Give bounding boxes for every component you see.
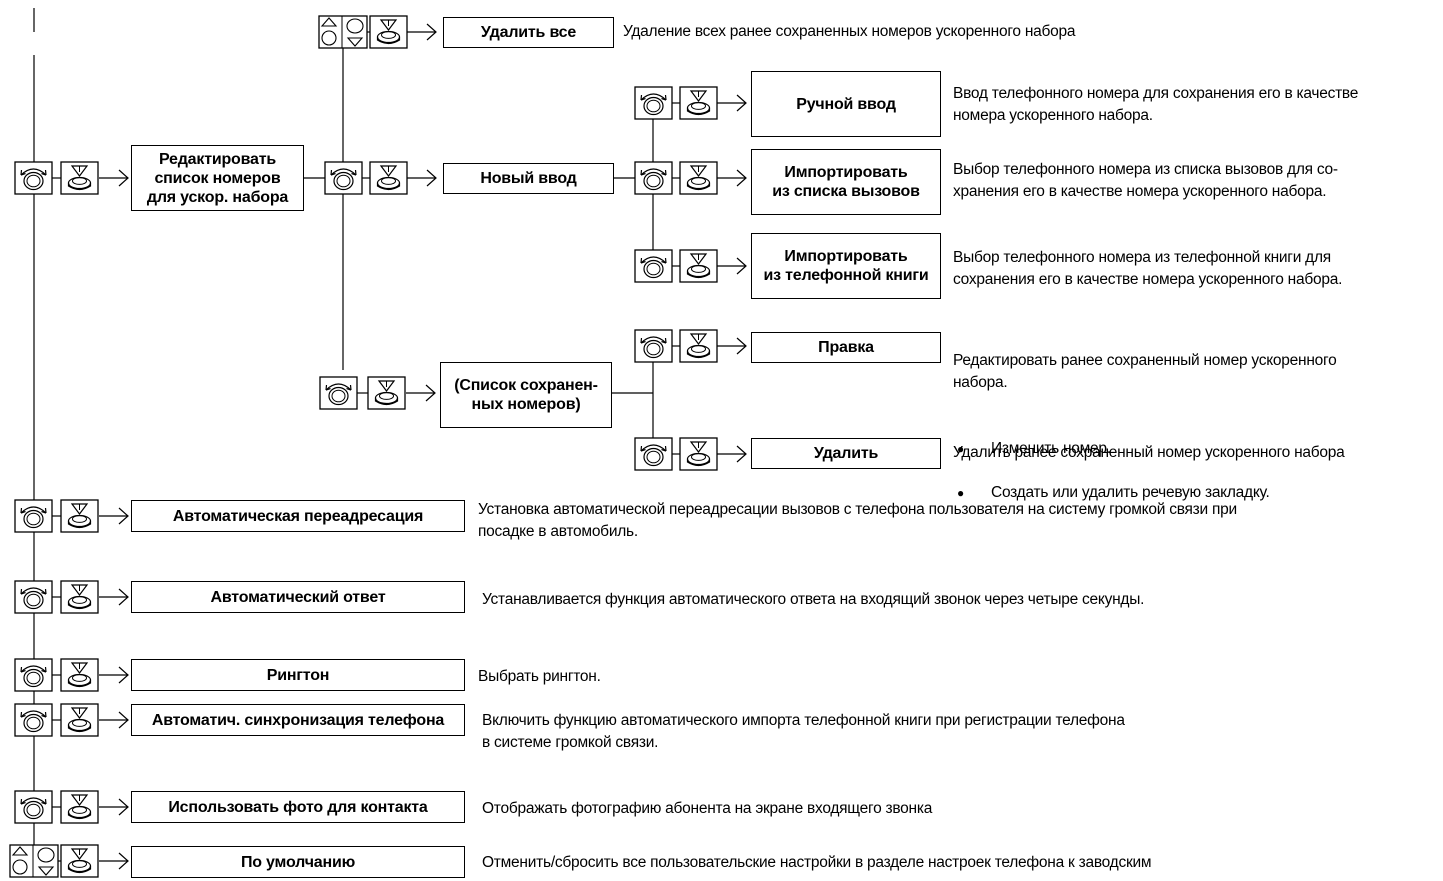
delete-description: Удалить ранее сохраненный номер ускоренн… — [953, 444, 1345, 461]
press-knob-icon — [679, 161, 718, 195]
auto-redirect-box[interactable]: Автоматическая переадресация — [131, 500, 465, 532]
press-knob-icon — [60, 580, 99, 614]
press-knob-icon — [679, 437, 718, 471]
delete-box[interactable]: Удалить — [751, 438, 941, 469]
manual-entry-box[interactable]: Ручной ввод — [751, 71, 941, 137]
use-photo-box[interactable]: Использовать фото для контакта — [131, 791, 465, 823]
edit-description: Редактировать ранее сохраненный номер ус… — [953, 328, 1337, 548]
rotary-knob-icon — [14, 658, 53, 692]
arrow-icon — [98, 507, 129, 525]
use-photo-description: Отображать фотографию абонента на экране… — [482, 800, 933, 817]
rotary-knob-icon — [14, 499, 53, 533]
rotary-knob-icon — [14, 161, 53, 195]
auto-answer-description: Устанавливается функция автоматического … — [482, 591, 1145, 608]
arrow-icon — [406, 23, 437, 41]
up-down-arrow-icon — [318, 15, 368, 49]
edit-bullet-item: Изменить номер. — [953, 438, 1336, 460]
up-down-arrow-icon — [9, 844, 59, 878]
rotary-knob-icon — [14, 790, 53, 824]
manual-entry-description: Ввод телефонного номера для сохранения е… — [953, 85, 1359, 124]
ringtone-box[interactable]: Рингтон — [131, 659, 465, 691]
arrow-icon — [405, 384, 436, 402]
rotary-knob-icon — [14, 703, 53, 737]
arrow-icon — [98, 666, 129, 684]
arrow-icon — [98, 169, 129, 187]
arrow-icon — [716, 337, 747, 355]
rotary-knob-icon — [634, 161, 673, 195]
arrow-icon — [716, 257, 747, 275]
arrow-icon — [98, 852, 129, 870]
rotary-knob-icon — [14, 580, 53, 614]
press-knob-icon — [369, 15, 408, 49]
press-knob-icon — [60, 844, 99, 878]
default-box[interactable]: По умолчанию — [131, 846, 465, 878]
edit-description-text: Редактировать ранее сохраненный номер ус… — [953, 352, 1337, 391]
auto-sync-box[interactable]: Автоматич. синхронизация телефона — [131, 704, 465, 736]
arrow-icon — [98, 711, 129, 729]
arrow-icon — [98, 588, 129, 606]
rotary-knob-icon — [634, 437, 673, 471]
arrow-icon — [716, 169, 747, 187]
rotary-knob-icon — [634, 249, 673, 283]
rotary-knob-icon — [634, 86, 673, 120]
rotary-knob-icon — [324, 161, 363, 195]
press-knob-icon — [679, 86, 718, 120]
import-book-box[interactable]: Импортировать из телефонной книги — [751, 233, 941, 299]
arrow-icon — [716, 94, 747, 112]
edit-speed-dial-box[interactable]: Редактировать список номеров для ускор. … — [131, 145, 304, 211]
press-knob-icon — [679, 249, 718, 283]
press-knob-icon — [60, 790, 99, 824]
default-description: Отменить/сбросить все пользовательские н… — [482, 854, 1152, 871]
press-knob-icon — [60, 499, 99, 533]
edit-bullet-item: Создать или удалить речевую закладку. — [953, 482, 1336, 504]
arrow-icon — [98, 798, 129, 816]
import-calls-box[interactable]: Импортировать из списка вызовов — [751, 149, 941, 215]
auto-answer-box[interactable]: Автоматический ответ — [131, 581, 465, 613]
arrow-icon — [716, 445, 747, 463]
new-entry-box[interactable]: Новый ввод — [443, 163, 614, 194]
rotary-knob-icon — [319, 376, 358, 410]
press-knob-icon — [60, 703, 99, 737]
edit-bullet-list: Изменить номер. Создать или удалить рече… — [953, 416, 1336, 526]
rotary-knob-icon — [634, 329, 673, 363]
edit-box[interactable]: Правка — [751, 332, 941, 363]
delete-all-description: Удаление всех ранее сохраненных номеров … — [623, 23, 1076, 40]
press-knob-icon — [60, 658, 99, 692]
auto-redirect-description: Установка автоматической переадресации в… — [478, 501, 1237, 540]
import-calls-description: Выбор телефонного номера из списка вызов… — [953, 161, 1338, 200]
saved-list-box[interactable]: (Список сохранен- ных номеров) — [440, 362, 612, 428]
press-knob-icon — [367, 376, 406, 410]
import-book-description: Выбор телефонного номера из телефонной к… — [953, 249, 1343, 288]
arrow-icon — [406, 169, 437, 187]
press-knob-icon — [679, 329, 718, 363]
auto-sync-description: Включить функцию автоматического импорта… — [482, 712, 1125, 751]
delete-all-box[interactable]: Удалить все — [443, 17, 614, 48]
ringtone-description: Выбрать рингтон. — [478, 668, 601, 685]
press-knob-icon — [60, 161, 99, 195]
press-knob-icon — [369, 161, 408, 195]
